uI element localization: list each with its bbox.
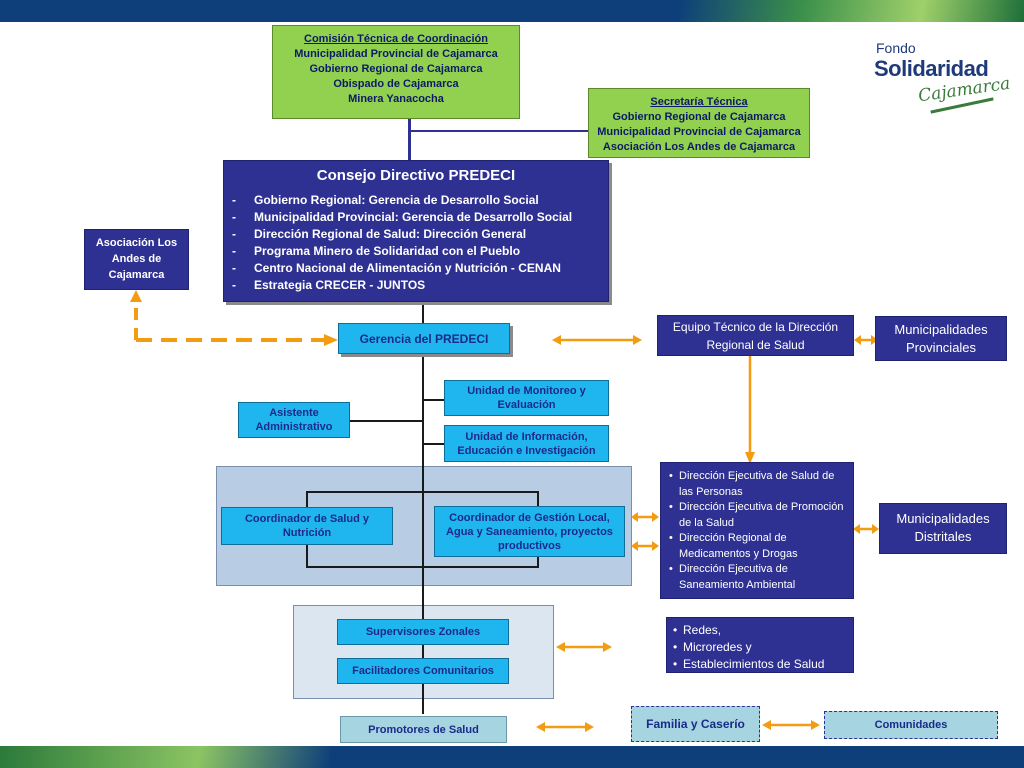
- secretaria-item: Asociación Los Andes de Cajamarca: [602, 141, 796, 153]
- consejo-item: -Municipalidad Provincial: Gerencia de D…: [232, 210, 573, 224]
- double-arrow-gestion-direcciones-1: [631, 510, 659, 524]
- secretaria-item: Gobierno Regional de Cajamarca: [612, 111, 786, 123]
- arrow-equipo-direcciones: [743, 356, 757, 464]
- facilitadores-box: Facilitadores Comunitarios: [337, 658, 509, 684]
- unidad-monitoreo-box: Unidad de Monitoreo y Evaluación: [444, 380, 609, 416]
- connector-coord-top: [306, 491, 539, 493]
- promotores-box: Promotores de Salud: [340, 716, 507, 743]
- coord-gestion-box: Coordinador de Gestión Local, Agua y San…: [434, 506, 625, 557]
- double-arrow-promotores-familia: [536, 720, 594, 734]
- consejo-title: Consejo Directivo PREDECI: [316, 167, 516, 184]
- direcciones-box: •Dirección Ejecutiva de Salud de las Per…: [660, 462, 854, 599]
- consejo-list: -Gobierno Regional: Gerencia de Desarrol…: [232, 192, 600, 294]
- top-band-accent: [680, 0, 1024, 22]
- redes-item: •Microredes y: [673, 640, 752, 654]
- connector-coord-right: [537, 491, 539, 507]
- unidad-info-box: Unidad de Información, Educación e Inves…: [444, 425, 609, 462]
- consejo-item: -Gobierno Regional: Gerencia de Desarrol…: [232, 193, 539, 207]
- connector-coord-left-down: [306, 545, 308, 567]
- bottom-band-accent: [0, 746, 330, 768]
- direcciones-list: •Dirección Ejecutiva de Salud de las Per…: [669, 469, 847, 593]
- consejo-item: -Estrategia CRECER - JUNTOS: [232, 278, 426, 292]
- redes-list: •Redes, •Microredes y •Establecimientos …: [673, 622, 847, 673]
- redes-item: •Establecimientos de Salud: [673, 657, 825, 671]
- mun-provinciales-box: Municipalidades Provinciales: [875, 316, 1007, 361]
- logo-line-solidaridad: Solidaridad: [874, 56, 989, 81]
- redes-item: •Redes,: [673, 623, 722, 637]
- gerencia-box: Gerencia del PREDECI: [338, 323, 510, 354]
- comunidades-box: Comunidades: [824, 711, 998, 739]
- double-arrow-familia-comunidades: [762, 718, 820, 732]
- consejo-item: -Centro Nacional de Alimentación y Nutri…: [232, 261, 561, 275]
- connector-coord-right-down: [537, 556, 539, 567]
- comision-title: Comisión Técnica de Coordinación: [304, 33, 488, 45]
- comision-item: Gobierno Regional de Cajamarca: [309, 63, 483, 75]
- redes-box: •Redes, •Microredes y •Establecimientos …: [666, 617, 854, 673]
- consejo-item: -Programa Minero de Solidaridad con el P…: [232, 244, 521, 258]
- logo-line-fondo: Fondo: [876, 40, 916, 56]
- asistente-box: Asistente Administrativo: [238, 402, 350, 438]
- direccion-item: •Dirección Ejecutiva de Saneamiento Ambi…: [669, 563, 796, 591]
- asociacion-box: Asociación Los Andes de Cajamarca: [84, 229, 189, 290]
- double-arrow-gestion-direcciones-2: [631, 539, 659, 553]
- equipo-tecnico-box: Equipo Técnico de la Dirección Regional …: [657, 315, 854, 356]
- direccion-item: •Dirección Regional de Medicamentos y Dr…: [669, 532, 798, 560]
- consejo-box: Consejo Directivo PREDECI -Gobierno Regi…: [223, 160, 609, 302]
- comision-item: Obispado de Cajamarca: [333, 78, 459, 90]
- connector-coord-bottom: [306, 566, 539, 568]
- comision-item: Minera Yanacocha: [348, 93, 444, 105]
- direccion-item: •Dirección Ejecutiva de Promoción de la …: [669, 501, 844, 529]
- connector-coord-left: [306, 491, 308, 507]
- secretaria-box: Secretaría Técnica Gobierno Regional de …: [588, 88, 810, 158]
- comision-box: Comisión Técnica de Coordinación Municip…: [272, 25, 520, 119]
- double-arrow-field-redes: [556, 640, 612, 654]
- consejo-item: -Dirección Regional de Salud: Dirección …: [232, 227, 527, 241]
- dashed-arrow-asociacion-gerencia: [128, 290, 344, 346]
- connector-secretaria: [410, 130, 588, 132]
- double-arrow-gerencia-equipo: [552, 333, 642, 347]
- direccion-item: •Dirección Ejecutiva de Salud de las Per…: [669, 470, 835, 498]
- mun-distritales-box: Municipalidades Distritales: [879, 503, 1007, 554]
- coord-salud-box: Coordinador de Salud y Nutrición: [221, 507, 393, 545]
- connector-comision-consejo: [408, 118, 411, 162]
- comision-item: Municipalidad Provincial de Cajamarca: [294, 48, 498, 60]
- connector-asistente: [349, 420, 423, 422]
- connector-info: [423, 443, 445, 445]
- supervisores-box: Supervisores Zonales: [337, 619, 509, 645]
- double-arrow-direcciones-distritales: [853, 522, 879, 536]
- connector-consejo-gerencia: [422, 302, 424, 324]
- secretaria-item: Municipalidad Provincial de Cajamarca: [597, 126, 801, 138]
- connector-monitoreo: [423, 399, 445, 401]
- connector-main-trunk: [422, 354, 424, 714]
- secretaria-title: Secretaría Técnica: [650, 96, 748, 108]
- familia-box: Familia y Caserío: [631, 706, 760, 742]
- double-arrow-equipo-provinciales: [854, 333, 878, 347]
